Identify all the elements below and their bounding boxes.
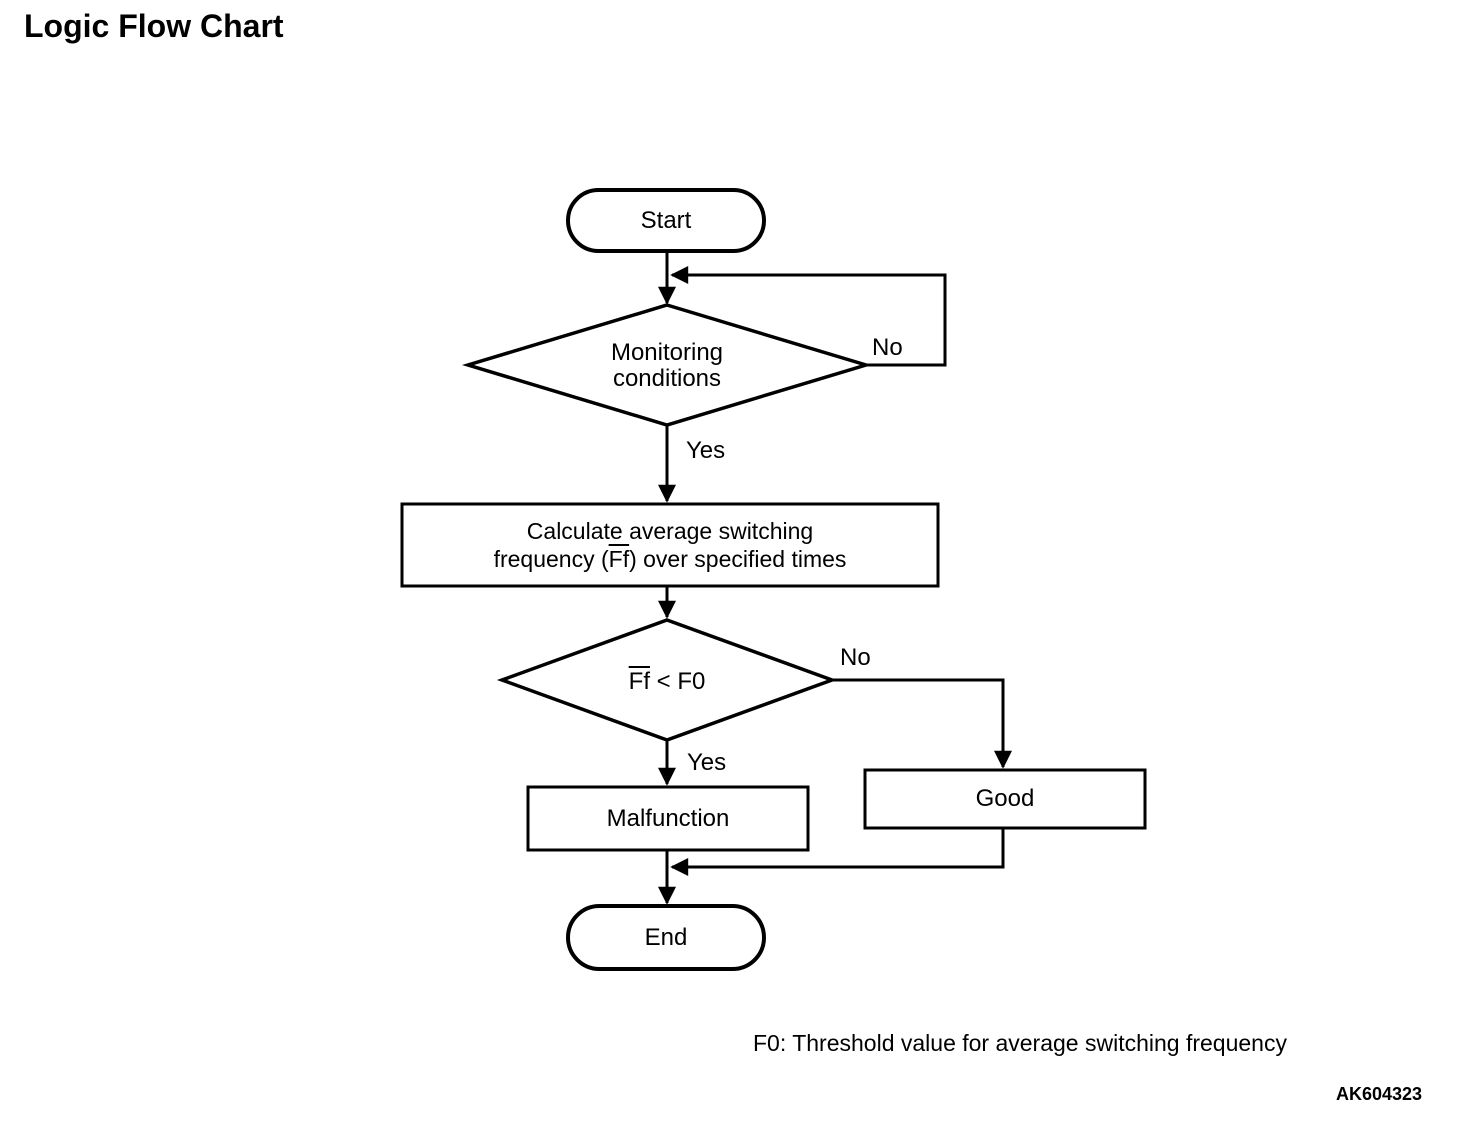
monitoring-label: Monitoring conditions [517,339,817,393]
threshold-yes-label: Yes [687,749,727,776]
calculate-process-shape [400,502,940,588]
end-terminator-shape [566,904,766,971]
malfunction-process-shape [526,785,810,852]
edge-good-merge [670,828,1005,876]
monitoring-label-line2: conditions [612,365,722,392]
page-title: Logic Flow Chart [24,8,284,44]
monitoring-yes-label: Yes [686,437,726,464]
monitoring-decision-shape [461,303,873,427]
calculate-label-line2: frequency (Ff) over specified times [494,545,847,573]
good-label: Good [975,785,1035,812]
good-process-shape [863,768,1147,830]
threshold-decision-shape [496,618,838,742]
monitoring-no-label: No [872,334,903,361]
start-terminator-shape [566,188,766,253]
edge-monitoring-no-loop [670,266,947,367]
calculate-line2-overline-ff: Ff [608,546,630,572]
calculate-line2-suffix: ) over specified times [629,546,847,572]
threshold-overline-ff: Ff [628,668,650,695]
monitoring-label-line1: Monitoring [610,339,724,366]
calculate-line2-prefix: frequency ( [493,546,609,572]
malfunction-label: Malfunction [606,804,730,832]
threshold-no-label: No [840,644,871,671]
threshold-footnote: F0: Threshold value for average switchin… [753,1030,1287,1056]
figure-code: AK604323 [1336,1084,1423,1104]
calculate-label-line1: Calculate average switching [526,518,814,544]
start-label: Start [640,206,692,234]
threshold-rest: < F0 [649,668,706,695]
end-label: End [644,923,688,951]
edge-threshold-no-to-good [832,678,1012,769]
threshold-label: Ff < F0 [537,664,797,700]
calculate-label: Calculate average switching frequency (F… [402,504,938,586]
